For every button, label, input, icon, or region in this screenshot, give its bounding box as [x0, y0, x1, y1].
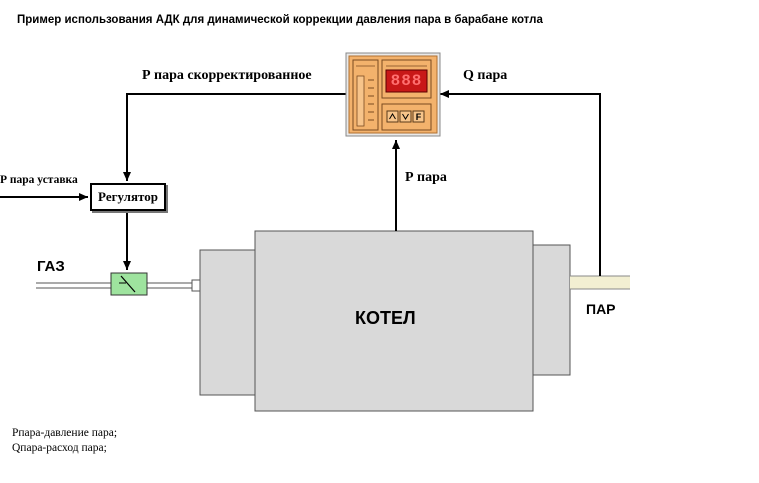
boiler-label: КОТЕЛ — [355, 308, 416, 328]
adk-device: F — [345, 52, 441, 137]
q-steam-line — [440, 90, 601, 276]
gas-valve — [110, 272, 148, 296]
steam-pipe — [570, 275, 630, 290]
legend-item: Рпара-давление пара; — [12, 427, 118, 439]
regulator-box: Регулятор — [90, 183, 166, 211]
steam-label: ПАР — [586, 301, 616, 317]
device-display: 888 — [390, 72, 423, 90]
p-corrected-line — [123, 93, 346, 181]
diagram-title: Пример использования АДК для динамическо… — [17, 14, 543, 26]
svg-text:F: F — [416, 112, 422, 122]
legend-item: Qпара-расход пара; — [12, 442, 107, 454]
boiler — [199, 230, 571, 412]
p-steam-label: Р пара — [405, 170, 447, 185]
q-steam-label: Q пара — [463, 68, 508, 83]
p-corrected-label: Р пара скорректированное — [142, 68, 312, 83]
gas-label: ГАЗ — [37, 258, 65, 275]
p-setpoint-label: Р пара уставка — [0, 174, 78, 186]
